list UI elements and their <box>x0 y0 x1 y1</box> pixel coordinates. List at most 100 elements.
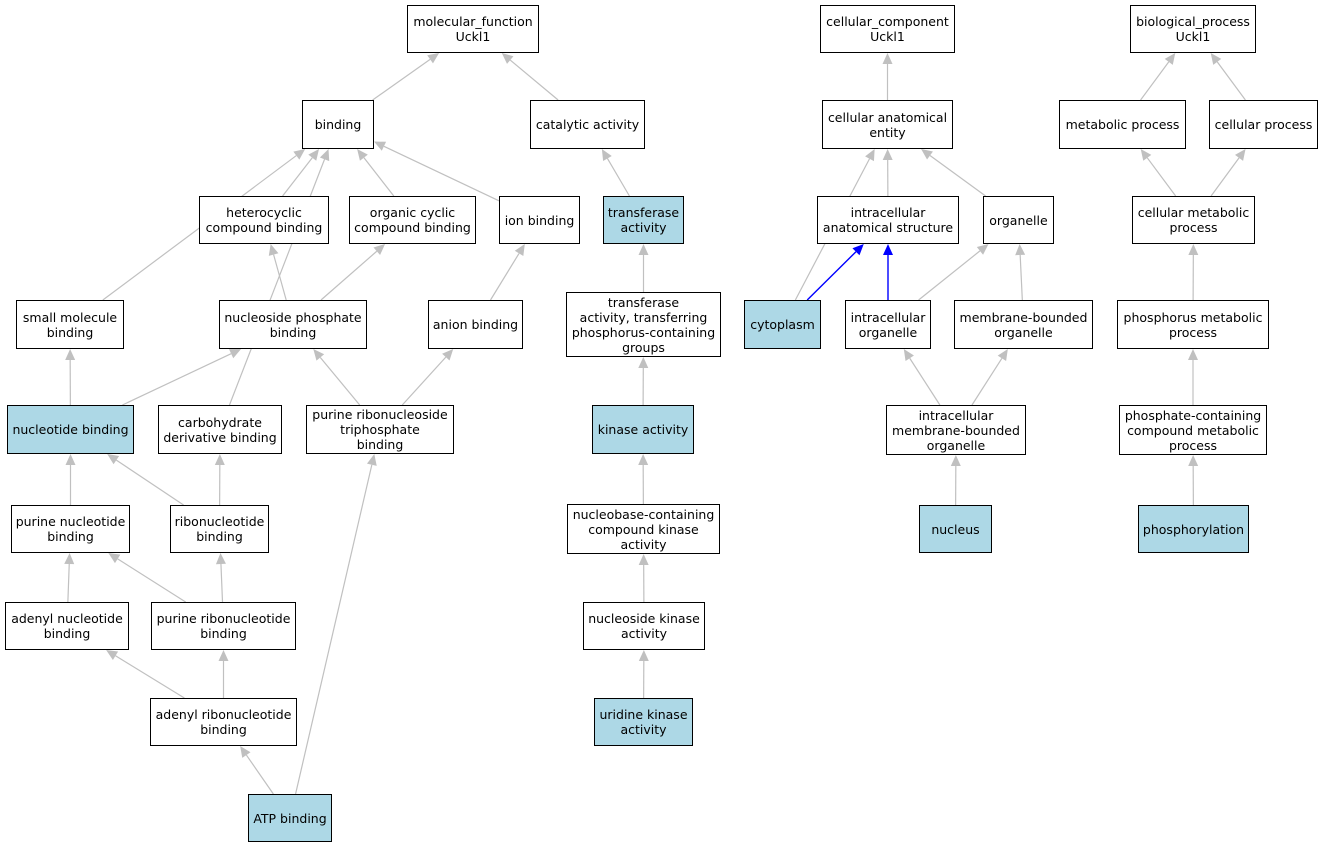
edge-membrane_bounded_organelle-to-organelle <box>1019 254 1023 301</box>
edge-heterocyclic_binding-to-binding <box>282 157 313 197</box>
arrowhead-nucleoside_kinase-to-nucleobase_kinase <box>638 554 649 566</box>
node-nucleus[interactable]: nucleus <box>919 505 992 553</box>
arrowhead-nucleobase_kinase-to-kinase_activity <box>638 454 649 466</box>
arrowhead-nucleoside_phosphate_binding-to-heterocyclic_binding <box>268 244 279 256</box>
arrowhead-organelle-to-cellular_anatomical_entity <box>921 149 933 160</box>
edge-cellular_metabolic_process-to-metabolic_process <box>1146 157 1177 197</box>
node-phosphate-containing-compound-metabolic-process[interactable]: phosphate-containing compound metabolic … <box>1119 405 1267 455</box>
node-organic-cyclic-compound-binding[interactable]: organic cyclic compound binding <box>349 196 476 244</box>
node-purine-ribonucleoside-triphosphate-binding[interactable]: purine ribonucleoside triphosphate bindi… <box>306 405 454 454</box>
arrowhead-ribonucleotide_binding-to-nucleotide_binding <box>107 454 120 465</box>
edge-nucleoside_phosphate_binding-to-organic_cyclic_binding <box>320 250 378 301</box>
node-uridine-kinase-activity[interactable]: uridine kinase activity <box>594 698 693 746</box>
edge-metabolic_process-to-biological_process <box>1140 61 1170 101</box>
arrowhead-cellular_metabolic_process-to-metabolic_process <box>1140 149 1152 161</box>
node-nucleobase-containing-compound-kinase-activity[interactable]: nucleobase-containing compound kinase ac… <box>567 504 720 554</box>
node-adenyl-nucleotide-binding[interactable]: adenyl nucleotide binding <box>5 602 129 650</box>
arrowhead-intracellular_organelle-to-organelle <box>976 244 989 255</box>
arrowhead-small_molecule_binding-to-binding <box>293 149 306 160</box>
node-intracellular-membrane-bounded-organelle[interactable]: intracellular membrane-bounded organelle <box>886 405 1026 455</box>
node-metabolic-process[interactable]: metabolic process <box>1059 100 1186 149</box>
node-small-molecule-binding[interactable]: small molecule binding <box>16 300 124 349</box>
arrowhead-uridine_kinase-to-nucleoside_kinase <box>638 650 649 662</box>
arrowhead-nucleus-to-intracellular_membrane_bounded_organelle <box>950 455 961 467</box>
arrowhead-purine_ribonucleotide_binding-to-purine_nucleotide_binding <box>108 553 121 564</box>
arrowhead-atp_binding-to-purine_ribonucleoside_triphosphate_binding <box>366 454 377 466</box>
edge-binding-to-molecular_function <box>372 58 431 101</box>
node-binding[interactable]: binding <box>302 100 374 149</box>
edge-nucleoside_phosphate_binding-to-heterocyclic_binding <box>273 254 287 301</box>
arrowhead-intracellular_anatomical_structure-to-cellular_anatomical_entity <box>882 149 893 161</box>
edge-catalytic_activity-to-molecular_function <box>509 59 559 101</box>
node-nucleoside-kinase-activity[interactable]: nucleoside kinase activity <box>583 602 705 650</box>
node-carbohydrate-derivative-binding[interactable]: carbohydrate derivative binding <box>158 405 282 454</box>
node-cellular-metabolic-process[interactable]: cellular metabolic process <box>1132 196 1255 244</box>
arrowhead-ion_binding-to-binding <box>374 141 387 151</box>
edge-intracellular_membrane_bounded_organelle-to-intracellular_organelle <box>909 357 941 406</box>
edge-atp_binding-to-purine_ribonucleoside_triphosphate_binding <box>294 464 373 795</box>
arrowhead-cytoplasm-to-cellular_anatomical_entity <box>865 149 875 162</box>
arrowhead-nucleotide_binding-to-small_molecule_binding <box>65 349 76 361</box>
node-cellular-process[interactable]: cellular process <box>1209 100 1318 149</box>
edge-purine_ribonucleoside_triphosphate_binding-to-anion_binding <box>401 356 447 406</box>
edge-organic_cyclic_binding-to-binding <box>363 157 395 197</box>
arrowhead-nucleotide_binding-to-nucleoside_phosphate_binding <box>229 349 242 359</box>
node-nucleotide-binding[interactable]: nucleotide binding <box>7 405 134 454</box>
arrowhead-purine_nucleotide_binding-to-nucleotide_binding <box>65 454 76 465</box>
node-anion-binding[interactable]: anion binding <box>428 300 523 349</box>
arrowhead-atp_binding-to-adenyl_ribonucleotide_binding <box>240 746 251 758</box>
arrowhead-phosphorus_metabolic_process-to-cellular_metabolic_process <box>1188 244 1199 256</box>
node-molecular-function[interactable]: molecular_function Uckl1 <box>407 5 539 53</box>
node-atp-binding[interactable]: ATP binding <box>248 794 332 842</box>
node-cellular-anatomical-entity[interactable]: cellular anatomical entity <box>822 100 953 149</box>
edge-transferase_activity-to-catalytic_activity <box>606 158 630 197</box>
arrowhead-intracellular_membrane_bounded_organelle-to-intracellular_organelle <box>903 349 914 361</box>
edge-anion_binding-to-ion_binding <box>489 253 520 301</box>
node-transferase-transferring-phosphorus-groups[interactable]: transferase activity, transferring phosp… <box>566 292 721 357</box>
node-membrane-bounded-organelle[interactable]: membrane-bounded organelle <box>954 300 1093 349</box>
node-catalytic-activity[interactable]: catalytic activity <box>530 100 645 149</box>
arrowhead-adenyl_nucleotide_binding-to-purine_nucleotide_binding <box>64 553 75 565</box>
node-transferase-activity[interactable]: transferase activity <box>603 196 684 244</box>
node-ribonucleotide-binding[interactable]: ribonucleotide binding <box>170 505 269 553</box>
node-biological-process[interactable]: biological_process Uckl1 <box>1130 5 1256 53</box>
edge-atp_binding-to-adenyl_ribonucleotide_binding <box>245 754 274 795</box>
node-phosphorylation[interactable]: phosphorylation <box>1138 505 1249 553</box>
arrowhead-ribonucleotide_binding-to-carbohydrate_derivative_binding <box>214 454 225 466</box>
node-organelle[interactable]: organelle <box>983 196 1054 244</box>
arrowhead-heterocyclic_binding-to-binding <box>308 149 320 161</box>
arrowhead-intracellular_organelle-to-intracellular_anatomical_structure <box>883 244 893 255</box>
edge-cellular_metabolic_process-to-cellular_process <box>1210 157 1240 197</box>
node-adenyl-ribonucleotide-binding[interactable]: adenyl ribonucleotide binding <box>150 698 297 746</box>
arrowhead-adenyl_ribonucleotide_binding-to-adenyl_nucleotide_binding <box>106 650 119 661</box>
arrowhead-carbohydrate_derivative_binding-to-binding <box>319 149 330 162</box>
edge-purine_ribonucleotide_binding-to-purine_nucleotide_binding <box>117 558 186 603</box>
edge-ribonucleotide_binding-to-nucleotide_binding <box>116 459 184 506</box>
node-nucleoside-phosphate-binding[interactable]: nucleoside phosphate binding <box>219 300 367 349</box>
edge-nucleotide_binding-to-nucleoside_phosphate_binding <box>122 353 232 406</box>
node-cellular-component[interactable]: cellular_component Uckl1 <box>820 5 955 53</box>
node-purine-nucleotide-binding[interactable]: purine nucleotide binding <box>11 505 130 553</box>
edge-organelle-to-cellular_anatomical_entity <box>929 154 986 197</box>
node-purine-ribonucleotide-binding[interactable]: purine ribonucleotide binding <box>151 602 296 650</box>
arrowhead-phosphate_containing_process-to-phosphorus_metabolic_process <box>1188 349 1198 360</box>
node-kinase-activity[interactable]: kinase activity <box>592 405 694 454</box>
arrowhead-membrane_bounded_organelle-to-organelle <box>1015 244 1026 256</box>
arrowhead-metabolic_process-to-biological_process <box>1164 53 1176 65</box>
arrowhead-adenyl_ribonucleotide_binding-to-purine_ribonucleotide_binding <box>218 650 229 661</box>
node-cytoplasm[interactable]: cytoplasm <box>744 300 821 349</box>
node-heterocyclic-compound-binding[interactable]: heterocyclic compound binding <box>199 196 329 244</box>
node-intracellular-anatomical-structure[interactable]: intracellular anatomical structure <box>817 196 959 244</box>
arrowhead-purine_ribonucleotide_binding-to-ribonucleotide_binding <box>215 553 226 565</box>
arrowhead-cellular_metabolic_process-to-cellular_process <box>1235 149 1246 161</box>
node-phosphorus-metabolic-process[interactable]: phosphorus metabolic process <box>1117 300 1269 349</box>
arrowhead-purine_ribonucleoside_triphosphate_binding-to-nucleoside_phosphate_binding <box>313 349 325 361</box>
node-intracellular-organelle[interactable]: intracellular organelle <box>845 300 931 349</box>
edge-purine_ribonucleotide_binding-to-ribonucleotide_binding <box>220 563 224 603</box>
node-ion-binding[interactable]: ion binding <box>499 196 580 244</box>
edge-intracellular_organelle-to-organelle <box>918 250 981 301</box>
arrowhead-nucleoside_phosphate_binding-to-organic_cyclic_binding <box>373 244 386 256</box>
arrowhead-cytoplasm-to-intracellular_anatomical_structure <box>852 244 864 256</box>
